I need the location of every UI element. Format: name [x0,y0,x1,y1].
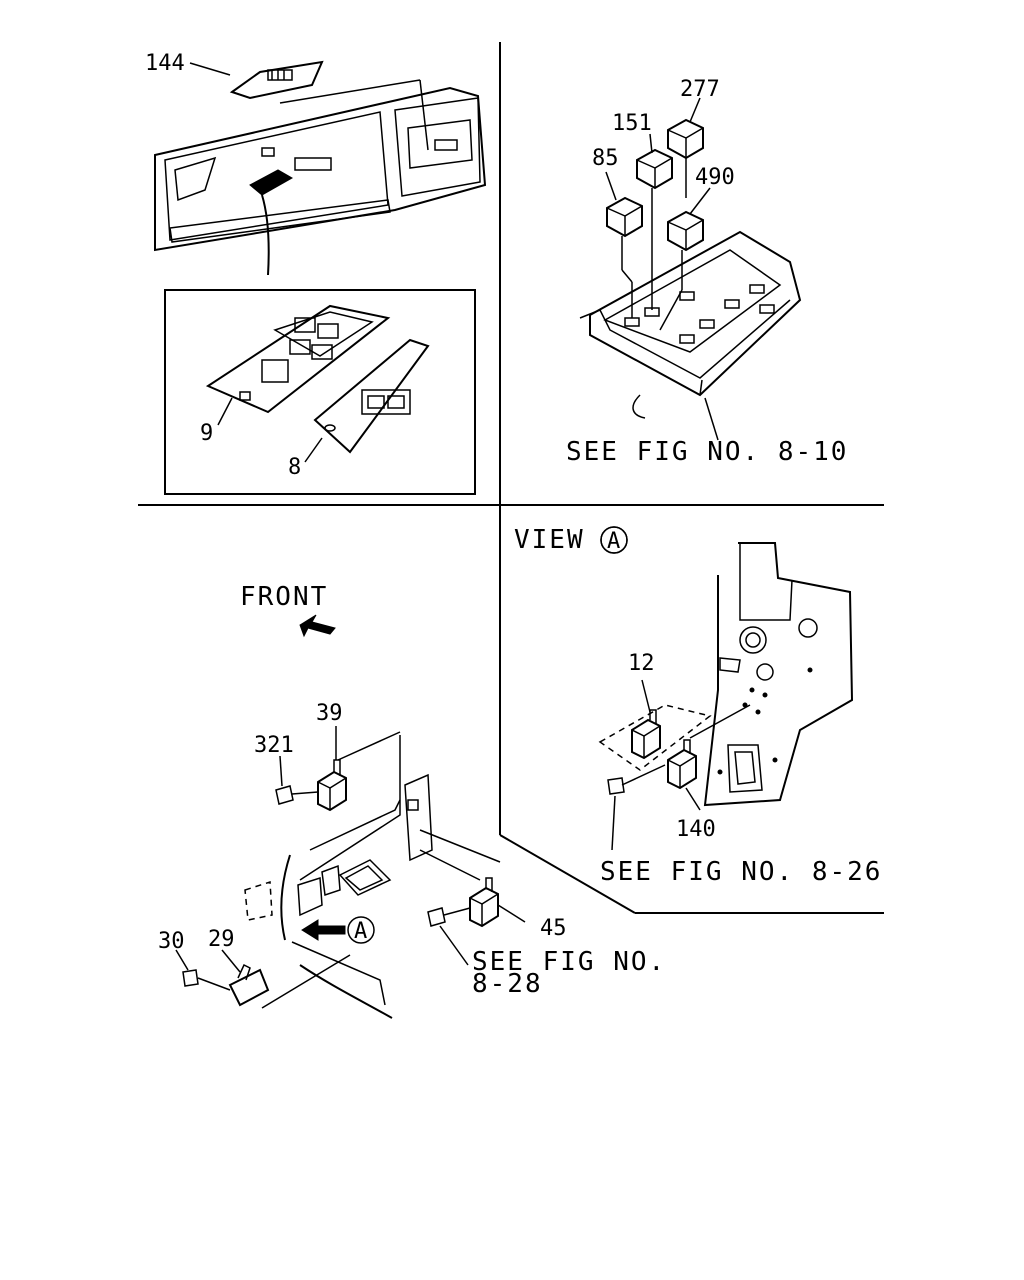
callout-30: 30 [158,929,185,954]
callout-labels: 144 9 8 85 151 277 490 12 140 39 321 45 … [145,51,735,954]
note-front-label: FRONT [240,582,328,612]
relay-45 [469,877,499,928]
callout-29: 29 [208,927,235,952]
callout-12: 12 [628,651,655,676]
callout-321: 321 [254,733,294,758]
note-see-fig-8-28-line1: SEE FIG NO. [472,947,666,977]
callout-490: 490 [695,165,735,190]
view-marker-letter: A [607,529,620,554]
front-marker-letter: A [354,919,367,944]
relay-12 [631,709,661,760]
callout-140: 140 [676,817,716,842]
callout-85: 85 [592,146,619,171]
callout-45: 45 [540,916,567,941]
callout-144: 144 [145,51,185,76]
front-marker-circle [347,916,375,944]
relay-140 [667,739,697,790]
callout-39: 39 [316,701,343,726]
callout-9: 9 [200,421,213,446]
relay-39 [317,759,347,812]
note-see-fig-8-26: SEE FIG NO. 8-26 [600,857,882,887]
note-see-fig-8-28-line2: 8-28 [472,969,543,999]
door-trim-assembly [154,60,487,276]
relay-85 [606,196,643,318]
callout-8: 8 [288,455,301,480]
relay-151 [636,148,673,310]
view-marker-circle [600,526,628,554]
relay-box-assembly [579,97,802,441]
relay-277 [667,118,704,198]
note-view-label: VIEW [514,525,585,555]
switch-inset [164,289,476,495]
view-a-assembly [598,526,854,851]
quadrant-dividers [138,42,884,914]
diagram-notes: SEE FIG NO. 8-10 VIEW A SEE FIG NO. 8-26… [240,437,882,999]
relay-490 [659,210,704,331]
callout-151: 151 [612,111,652,136]
callout-277: 277 [680,77,720,102]
front-floor-assembly [175,614,526,1019]
note-see-fig-8-10: SEE FIG NO. 8-10 [566,437,848,467]
